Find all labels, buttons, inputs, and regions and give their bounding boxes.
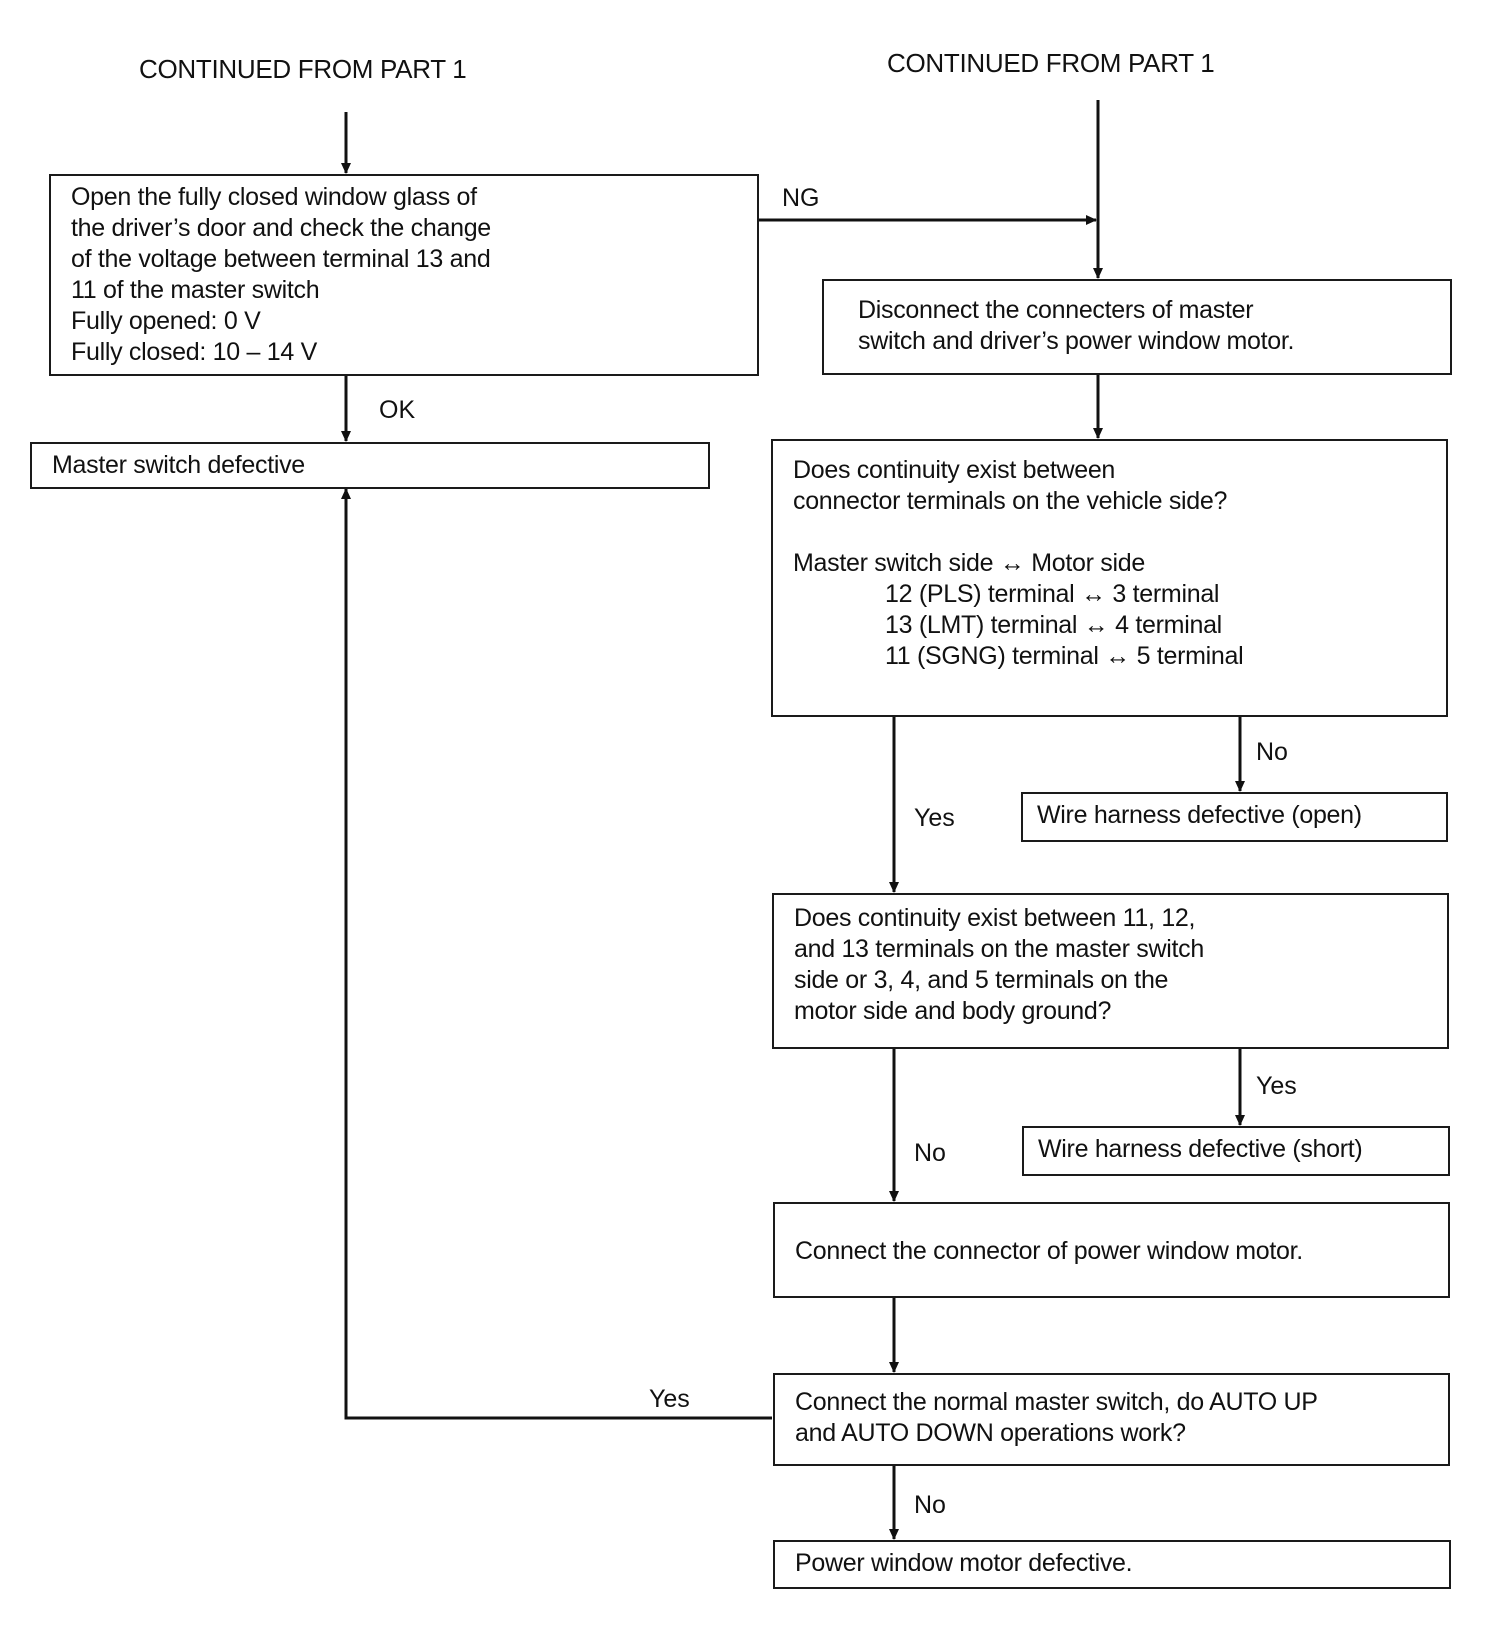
left-start-heading: CONTINUED FROM PART 1 <box>139 54 467 84</box>
box-text-line: the driver’s door and check the change <box>71 214 491 242</box>
auto-test-box: Connect the normal master switch, do AUT… <box>773 1373 1450 1466</box>
disconnect-connectors-box: Disconnect the connecters of master switc… <box>822 279 1452 375</box>
box-text-line: 11 (SGNG) terminal ↔ 5 terminal <box>885 642 1244 670</box>
harness-open-box: Wire harness defective (open) <box>1021 792 1448 842</box>
box-text-line: Master switch side ↔ Motor side <box>793 549 1145 577</box>
box-text-line: and AUTO DOWN operations work? <box>795 1419 1186 1447</box>
box-text-line: side or 3, 4, and 5 terminals on the <box>794 966 1169 994</box>
voltage-check-box: Open the fully closed window glass of the… <box>49 174 759 376</box>
ok-label: OK <box>379 396 416 424</box>
box-text-line: and 13 terminals on the master switch <box>794 935 1204 963</box>
box-text-line: Power window motor defective. <box>795 1549 1133 1577</box>
box-text-line: switch and driver’s power window motor. <box>858 327 1295 355</box>
box-text-line: 12 (PLS) terminal ↔ 3 terminal <box>885 580 1220 608</box>
arrow-auto-yes-return <box>341 488 772 1420</box>
auto-yes-label: Yes <box>649 1385 690 1413</box>
harness-short-box: Wire harness defective (short) <box>1022 1126 1450 1176</box>
box-text-line: Open the fully closed window glass of <box>71 183 477 211</box>
box-text-line: Connect the connector of power window mo… <box>795 1237 1303 1265</box>
box-text-line: Fully closed: 10 – 14 V <box>71 338 318 366</box>
auto-no-label: No <box>914 1491 946 1519</box>
ground-check-box: Does continuity exist between 11, 12, and… <box>772 893 1449 1049</box>
ground-yes-label: Yes <box>1256 1072 1297 1100</box>
box-text-line: 13 (LMT) terminal ↔ 4 terminal <box>885 611 1222 639</box>
master-switch-defective-box: Master switch defective <box>30 442 710 489</box>
box-text-line: Does continuity exist between 11, 12, <box>794 904 1196 932</box>
box-text-line: connector terminals on the vehicle side? <box>793 487 1228 515</box>
continuity-no-label: No <box>1256 738 1288 766</box>
box-text-line: Master switch defective <box>52 451 305 479</box>
box-text-line: Fully opened: 0 V <box>71 307 261 335</box>
box-text-line: Connect the normal master switch, do AUT… <box>795 1388 1318 1416</box>
motor-defective-box: Power window motor defective. <box>773 1540 1451 1589</box>
box-text-line: of the voltage between terminal 13 and <box>71 245 491 273</box>
right-start-heading: CONTINUED FROM PART 1 <box>887 48 1215 78</box>
box-text-line: Wire harness defective (short) <box>1038 1135 1363 1163</box>
continuity-check-box: Does continuity exist between connector t… <box>771 439 1448 717</box>
box-text-line: 11 of the master switch <box>71 276 320 304</box>
connect-motor-box: Connect the connector of power window mo… <box>773 1202 1450 1298</box>
box-text-line: Wire harness defective (open) <box>1037 801 1362 829</box>
box-text-line: Disconnect the connecters of master <box>858 296 1254 324</box>
ground-no-label: No <box>914 1139 946 1167</box>
box-text-line <box>793 517 1426 548</box>
ng-label: NG <box>782 184 820 212</box>
box-text-line: Does continuity exist between <box>793 456 1116 484</box>
box-text-line: motor side and body ground? <box>794 997 1112 1025</box>
continuity-yes-label: Yes <box>914 804 955 832</box>
